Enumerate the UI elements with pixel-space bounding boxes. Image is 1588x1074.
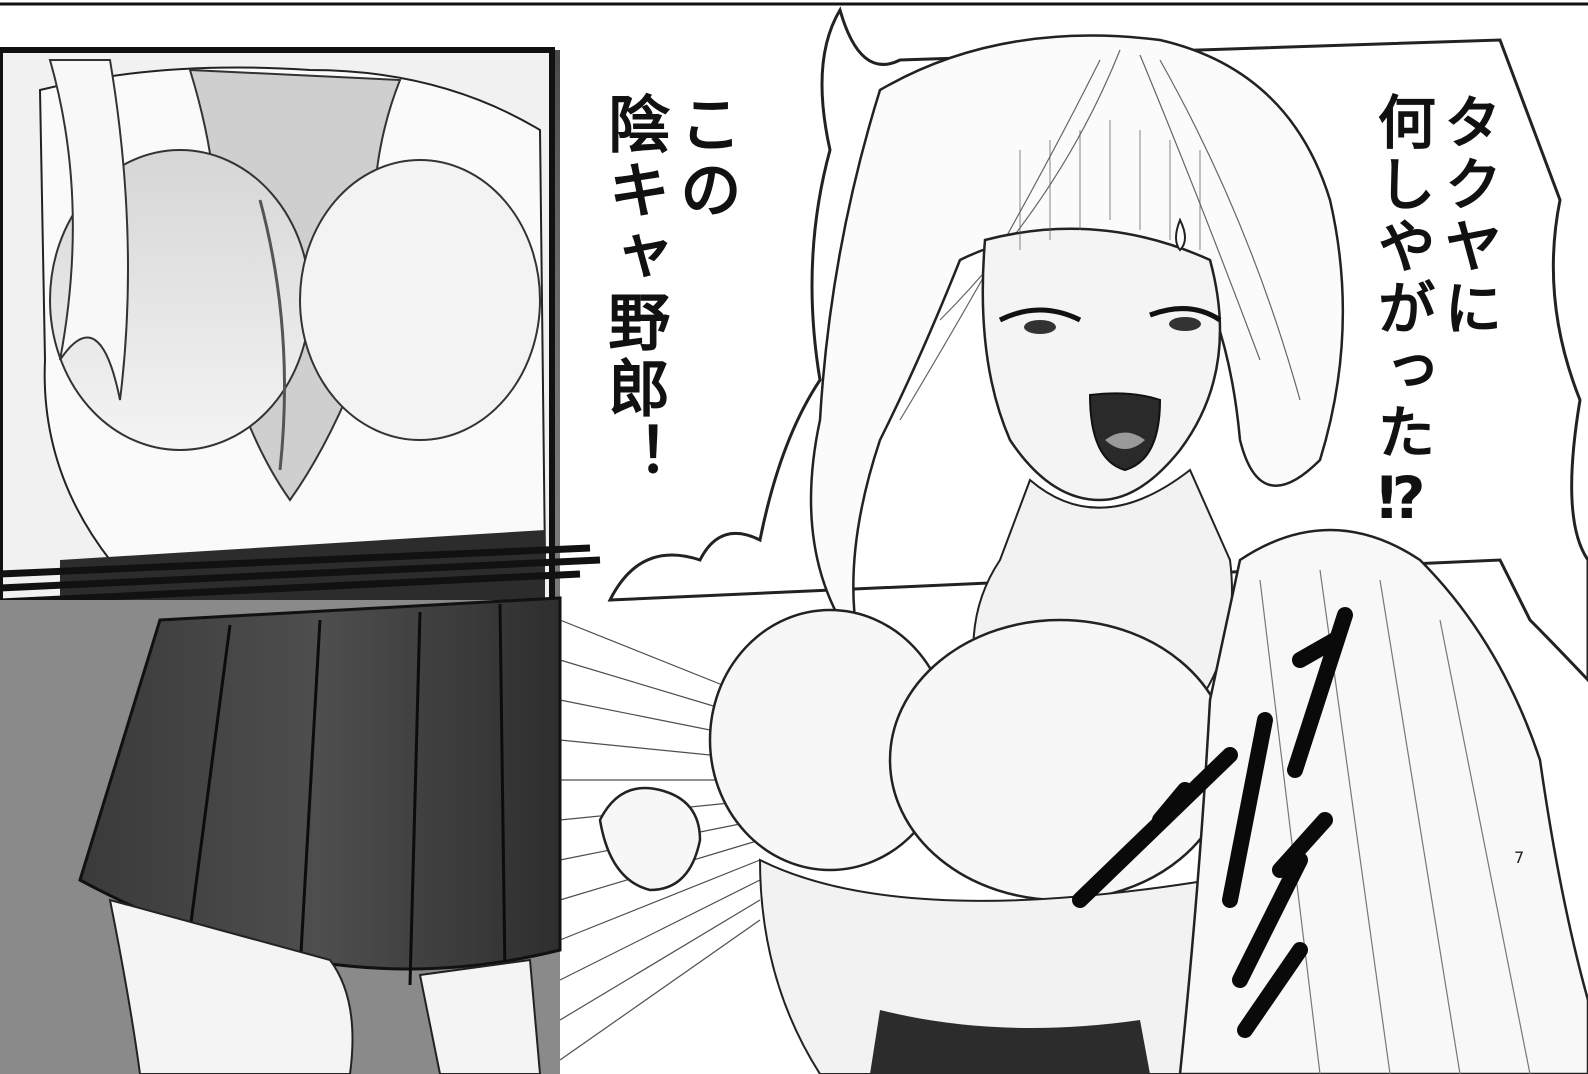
page-number: 7 <box>1514 848 1525 867</box>
right-panel <box>559 6 1588 1074</box>
speech-text-left: この 陰キャ野郎！ <box>597 92 742 488</box>
speech-text-right: タクヤに 何しやがった⁉ <box>1367 92 1503 536</box>
speech-line: 何しやがった⁉ <box>1367 92 1436 536</box>
speech-line: タクヤに <box>1434 92 1503 340</box>
left-panel <box>0 47 601 1074</box>
speech-line: 陰キャ野郎！ <box>597 92 671 488</box>
speech-line: この <box>668 92 742 224</box>
